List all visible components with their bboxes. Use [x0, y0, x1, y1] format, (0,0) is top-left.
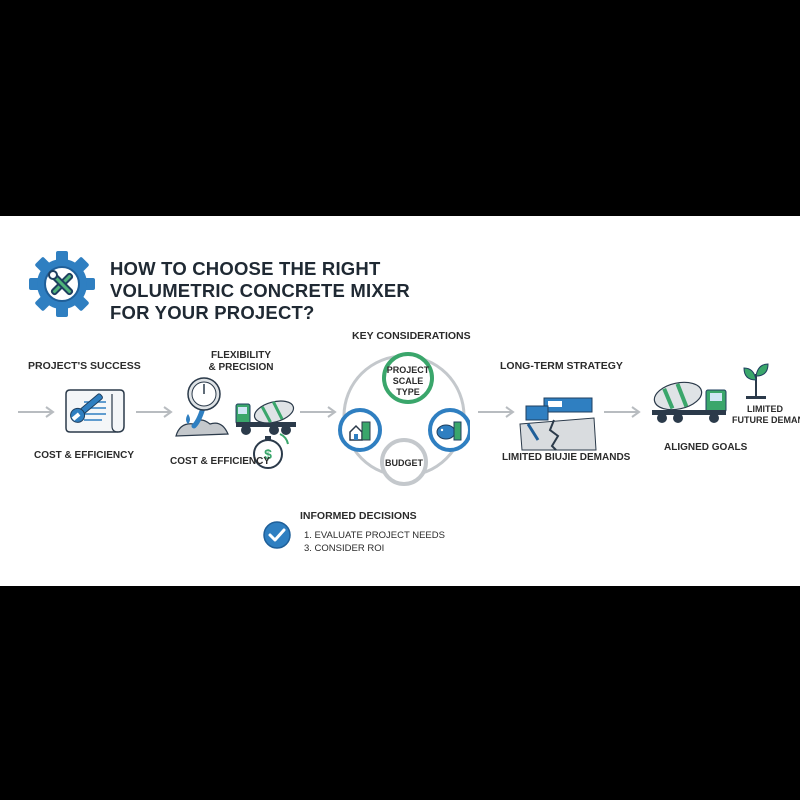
flow-arrow: [478, 406, 515, 418]
decision-steps-list: 1. EVALUATE PROJECT NEEDS 3. CONSIDER RO…: [304, 529, 445, 555]
stage-strategy-label: LONG-TERM STRATEGY: [500, 360, 623, 372]
stopwatch-dollar-icon: $: [253, 433, 289, 469]
mixer-truck-icon: [652, 381, 727, 423]
construction-crack-icon: [519, 397, 597, 451]
informed-decisions-heading: INFORMED DECISIONS: [300, 510, 417, 522]
limited-future-demands-label: LIMITED FUTURE DEMANDS: [732, 404, 800, 425]
gear-wrench-icon: [29, 251, 95, 317]
budget-label: BUDGET: [385, 458, 423, 468]
project-scale-type-label: PROJECT SCALE TYPE: [386, 365, 430, 397]
buildings-icon: [349, 421, 371, 441]
sprout-icon: [743, 363, 769, 399]
stage-flexibility-label: FLEXIBILITY & PRECISION: [208, 350, 274, 373]
page-title: HOW TO CHOOSE THE RIGHT VOLUMETRIC CONCR…: [110, 258, 410, 323]
flow-arrow: [300, 406, 337, 418]
flow-arrow: [18, 406, 55, 418]
stage-goals-sublabel: ALIGNED GOALS: [664, 442, 748, 453]
svg-text:$: $: [264, 446, 272, 462]
stage-success-label: PROJECT'S SUCCESS: [28, 360, 141, 372]
checkmark-circle-icon: [263, 521, 291, 549]
mixer-truck-icon: [235, 400, 296, 435]
stage-considerations-label: KEY CONSIDERATIONS: [352, 330, 471, 342]
gauge-flow-icon: [175, 377, 229, 437]
stage-strategy-sublabel: LIMITED BIUJIE DEMANDS: [502, 452, 631, 463]
document-wrench-icon: [65, 389, 125, 433]
stage-flexibility-sublabel: COST & EFFICIENCY: [170, 456, 271, 467]
list-item: 3. CONSIDER ROI: [304, 543, 385, 554]
piggy-bank-icon: [436, 421, 462, 441]
infographic-panel: HOW TO CHOOSE THE RIGHT VOLUMETRIC CONCR…: [0, 216, 800, 586]
list-item: 1. EVALUATE PROJECT NEEDS: [304, 530, 445, 541]
stage-success-sublabel: COST & EFFICIENCY: [34, 450, 135, 461]
flow-arrow: [604, 406, 641, 418]
flow-arrow: [136, 406, 173, 418]
